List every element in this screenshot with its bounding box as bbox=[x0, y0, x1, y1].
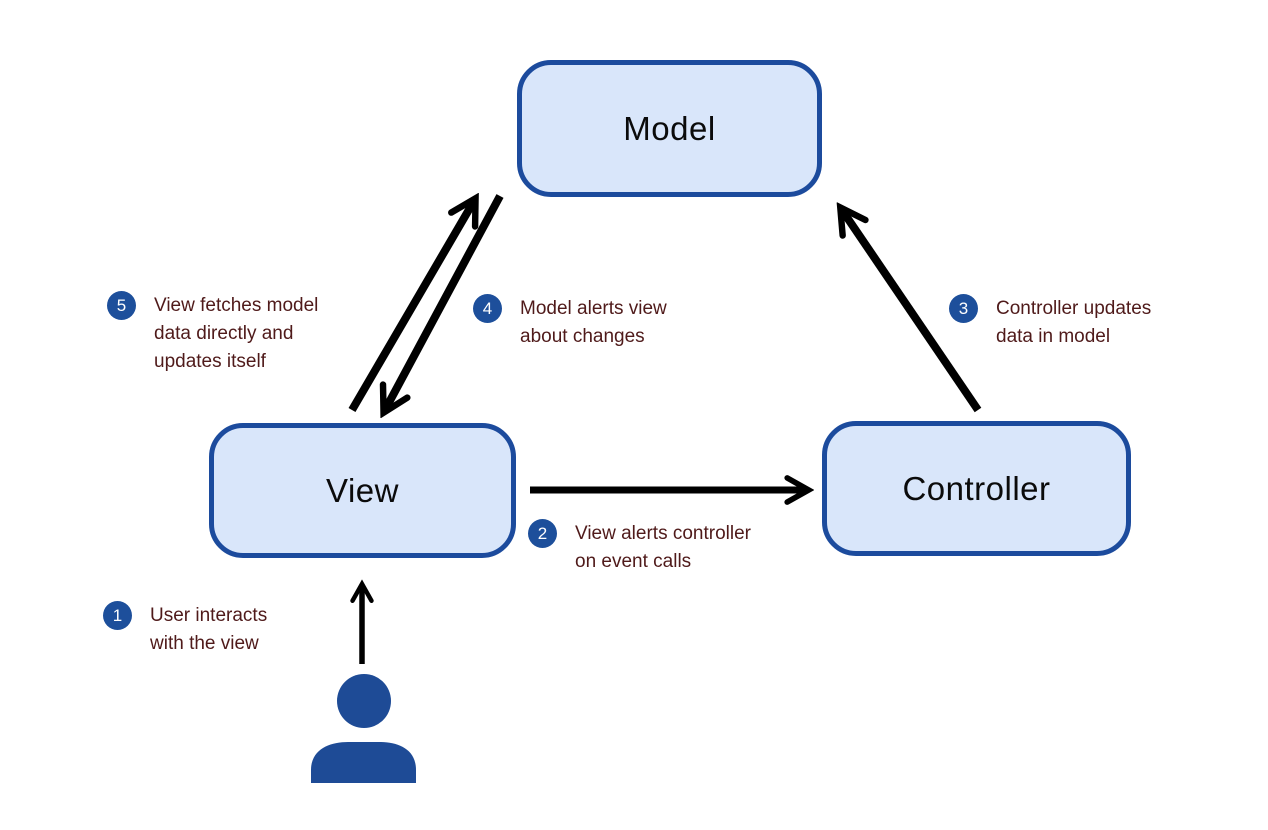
step-5-badge: 5 bbox=[107, 291, 136, 320]
step-3-badge: 3 bbox=[949, 294, 978, 323]
annotation-5-text: View fetches model data directly and upd… bbox=[154, 295, 319, 372]
node-model: Model bbox=[517, 60, 822, 197]
step-2-badge: 2 bbox=[528, 519, 557, 548]
node-controller: Controller bbox=[822, 421, 1131, 556]
node-model-label: Model bbox=[623, 109, 716, 147]
node-controller-label: Controller bbox=[902, 469, 1051, 507]
node-view: View bbox=[209, 423, 516, 558]
annotation-step-1: 1 User interacts with the view bbox=[103, 601, 267, 658]
annotation-4-text: Model alerts view about changes bbox=[520, 298, 667, 347]
annotation-step-5: 5 View fetches model data directly and u… bbox=[107, 291, 318, 376]
annotation-3-text: Controller updates data in model bbox=[996, 298, 1152, 347]
arrow-controller-to-model bbox=[842, 210, 982, 413]
arrow-view-to-model bbox=[348, 201, 474, 413]
annotation-step-4: 4 Model alerts view about changes bbox=[473, 294, 667, 351]
step-1-badge: 1 bbox=[103, 601, 132, 630]
annotation-2-text: View alerts controller on event calls bbox=[575, 523, 752, 572]
annotation-step-3: 3 Controller updates data in model bbox=[949, 294, 1151, 351]
step-4-badge: 4 bbox=[473, 294, 502, 323]
person-icon bbox=[311, 674, 416, 783]
arrow-model-to-view bbox=[385, 194, 504, 410]
annotation-1-text: User interacts with the view bbox=[150, 605, 268, 654]
annotation-step-2: 2 View alerts controller on event calls bbox=[528, 519, 751, 576]
node-view-label: View bbox=[326, 471, 399, 509]
